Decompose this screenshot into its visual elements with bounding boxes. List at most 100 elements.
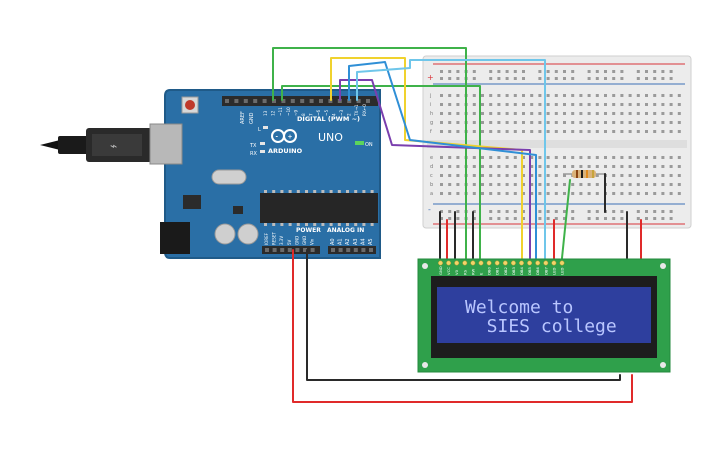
breadboard-hole[interactable] bbox=[497, 121, 501, 124]
breadboard-hole[interactable] bbox=[620, 112, 624, 115]
breadboard-hole[interactable] bbox=[489, 112, 493, 115]
breadboard-hole[interactable] bbox=[472, 165, 476, 168]
breadboard-hole[interactable] bbox=[489, 165, 493, 168]
header-pin[interactable] bbox=[331, 248, 335, 252]
breadboard-hole[interactable] bbox=[563, 210, 566, 213]
breadboard-hole[interactable] bbox=[669, 112, 673, 115]
breadboard-hole[interactable] bbox=[489, 77, 493, 80]
breadboard-hole[interactable] bbox=[628, 165, 632, 168]
breadboard-hole[interactable] bbox=[538, 94, 542, 97]
breadboard-hole[interactable] bbox=[448, 174, 452, 177]
breadboard-hole[interactable] bbox=[595, 165, 599, 168]
breadboard-hole[interactable] bbox=[620, 192, 624, 195]
breadboard-hole[interactable] bbox=[571, 103, 575, 106]
breadboard-hole[interactable] bbox=[595, 156, 599, 159]
breadboard-hole[interactable] bbox=[595, 103, 599, 106]
breadboard-hole[interactable] bbox=[472, 121, 476, 124]
breadboard-hole[interactable] bbox=[604, 156, 607, 159]
breadboard-hole[interactable] bbox=[505, 192, 509, 195]
header-pin[interactable] bbox=[310, 248, 315, 252]
breadboard-hole[interactable] bbox=[645, 210, 648, 213]
header-pin[interactable] bbox=[366, 99, 370, 103]
breadboard-hole[interactable] bbox=[628, 183, 632, 186]
lcd-pin[interactable] bbox=[519, 260, 524, 266]
breadboard-hole[interactable] bbox=[645, 174, 648, 177]
breadboard-hole[interactable] bbox=[456, 130, 460, 133]
breadboard-hole[interactable] bbox=[522, 70, 525, 73]
breadboard-hole[interactable] bbox=[456, 217, 460, 220]
breadboard-hole[interactable] bbox=[636, 174, 640, 177]
breadboard-hole[interactable] bbox=[628, 112, 632, 115]
breadboard-hole[interactable] bbox=[456, 112, 460, 115]
breadboard-hole[interactable] bbox=[612, 112, 616, 115]
breadboard-hole[interactable] bbox=[546, 165, 550, 168]
breadboard-hole[interactable] bbox=[563, 103, 566, 106]
wire-blue-db6[interactable] bbox=[348, 61, 537, 259]
breadboard-hole[interactable] bbox=[522, 156, 525, 159]
breadboard-hole[interactable] bbox=[489, 121, 493, 124]
breadboard-hole[interactable] bbox=[489, 217, 493, 220]
breadboard-hole[interactable] bbox=[636, 165, 640, 168]
breadboard-hole[interactable] bbox=[612, 121, 616, 124]
breadboard-hole[interactable] bbox=[489, 103, 493, 106]
breadboard-hole[interactable] bbox=[669, 165, 673, 168]
breadboard-hole[interactable] bbox=[554, 165, 558, 168]
breadboard-hole[interactable] bbox=[587, 210, 591, 213]
breadboard-hole[interactable] bbox=[440, 121, 443, 124]
breadboard-hole[interactable] bbox=[546, 130, 550, 133]
breadboard-hole[interactable] bbox=[612, 130, 616, 133]
breadboard-hole[interactable] bbox=[472, 217, 476, 220]
breadboard-hole[interactable] bbox=[645, 121, 648, 124]
breadboard-hole[interactable] bbox=[677, 183, 681, 186]
breadboard-hole[interactable] bbox=[620, 103, 624, 106]
breadboard-hole[interactable] bbox=[587, 183, 591, 186]
breadboard-hole[interactable] bbox=[554, 130, 558, 133]
breadboard-hole[interactable] bbox=[497, 103, 501, 106]
breadboard-hole[interactable] bbox=[522, 94, 525, 97]
breadboard-hole[interactable] bbox=[595, 70, 599, 73]
wire-purple-db5[interactable] bbox=[339, 79, 531, 259]
header-pin[interactable] bbox=[295, 248, 300, 252]
breadboard-hole[interactable] bbox=[505, 94, 509, 97]
breadboard-hole[interactable] bbox=[604, 112, 607, 115]
breadboard-hole[interactable] bbox=[628, 174, 632, 177]
breadboard-hole[interactable] bbox=[579, 192, 583, 195]
breadboard-hole[interactable] bbox=[522, 165, 525, 168]
breadboard-hole[interactable] bbox=[612, 165, 616, 168]
breadboard-hole[interactable] bbox=[595, 217, 599, 220]
breadboard-hole[interactable] bbox=[546, 103, 550, 106]
breadboard-hole[interactable] bbox=[505, 156, 509, 159]
breadboard-hole[interactable] bbox=[661, 156, 665, 159]
breadboard-hole[interactable] bbox=[456, 156, 460, 159]
breadboard-hole[interactable] bbox=[440, 183, 443, 186]
breadboard-hole[interactable] bbox=[456, 192, 460, 195]
breadboard-hole[interactable] bbox=[669, 70, 673, 73]
breadboard-hole[interactable] bbox=[472, 77, 476, 80]
header-pin[interactable] bbox=[272, 99, 276, 103]
breadboard-hole[interactable] bbox=[448, 112, 452, 115]
breadboard-hole[interactable] bbox=[530, 156, 534, 159]
breadboard-hole[interactable] bbox=[448, 103, 452, 106]
breadboard-hole[interactable] bbox=[636, 103, 640, 106]
breadboard-hole[interactable] bbox=[554, 217, 558, 220]
breadboard-hole[interactable] bbox=[620, 94, 624, 97]
breadboard-hole[interactable] bbox=[595, 192, 599, 195]
breadboard-hole[interactable] bbox=[472, 103, 476, 106]
breadboard-hole[interactable] bbox=[579, 165, 583, 168]
wire-yellow-db4[interactable] bbox=[330, 57, 523, 259]
breadboard-hole[interactable] bbox=[571, 94, 575, 97]
breadboard-hole[interactable] bbox=[612, 94, 616, 97]
breadboard-hole[interactable] bbox=[669, 183, 673, 186]
header-pin[interactable] bbox=[338, 248, 343, 252]
breadboard-hole[interactable] bbox=[661, 103, 665, 106]
breadboard-hole[interactable] bbox=[522, 77, 525, 80]
wire-red-5v[interactable] bbox=[292, 249, 633, 403]
breadboard-hole[interactable] bbox=[448, 165, 452, 168]
breadboard-hole[interactable] bbox=[563, 77, 566, 80]
breadboard-hole[interactable] bbox=[513, 210, 517, 213]
breadboard-hole[interactable] bbox=[497, 217, 501, 220]
breadboard-hole[interactable] bbox=[571, 156, 575, 159]
breadboard-hole[interactable] bbox=[505, 121, 509, 124]
breadboard-hole[interactable] bbox=[546, 210, 550, 213]
